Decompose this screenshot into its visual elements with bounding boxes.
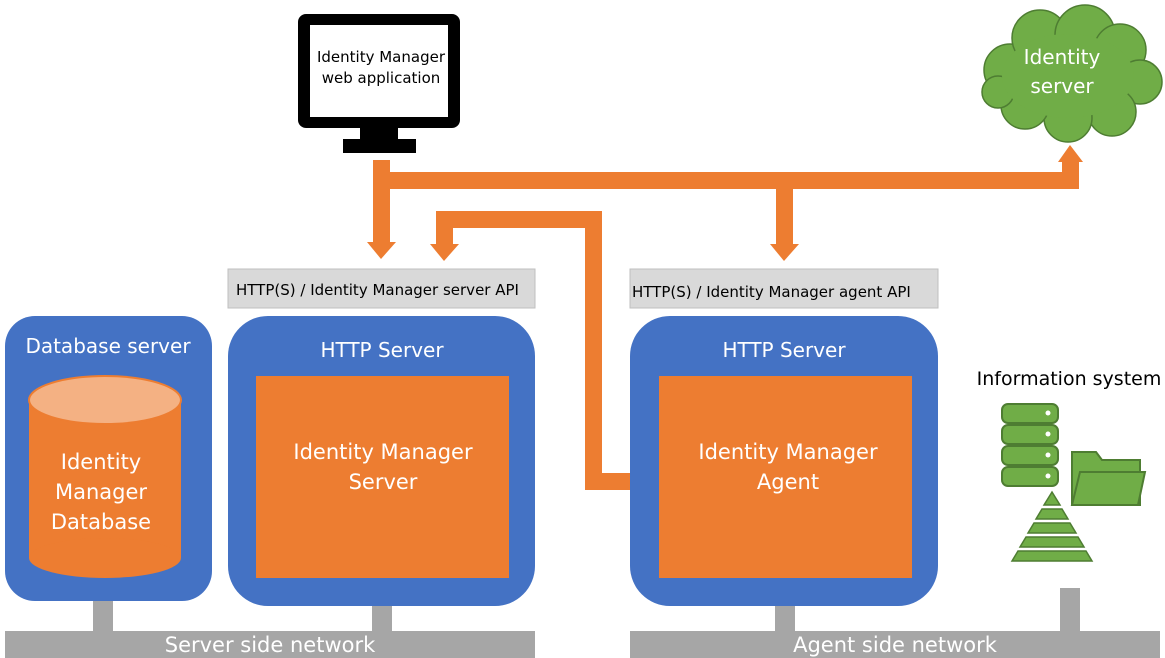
database-label-line2: Manager	[55, 480, 147, 504]
agent-api-label: HTTP(S) / Identity Manager agent API	[632, 283, 911, 301]
identity-server-label-line2: server	[1030, 74, 1094, 98]
agent-network-bar	[630, 631, 1160, 658]
server-stack-icon	[1001, 403, 1059, 487]
connector-down-server-api	[373, 160, 390, 244]
database-label-line3: Database	[51, 510, 151, 534]
identity-server-cloud: Identity server	[981, 4, 1163, 143]
monitor-screen	[310, 25, 448, 117]
web-app-label-line2: web application	[322, 69, 441, 87]
connector-down-agent-api	[776, 189, 793, 246]
server-side-network: Server side network	[5, 588, 535, 658]
web-app-monitor: Identity Manager web application	[298, 14, 460, 153]
agent-api-box: HTTP(S) / Identity Manager agent API	[629, 268, 939, 309]
monitor-stand	[343, 139, 416, 153]
connector-agent-vertical	[585, 211, 602, 490]
connector-web-to-identity-server	[373, 172, 1079, 189]
monitor-neck	[360, 128, 398, 140]
identity-manager-agent-box	[659, 376, 912, 578]
information-system-title: Information system	[977, 368, 1162, 390]
agent-side-network: Agent side network	[630, 588, 1160, 658]
arrow-down-agent-api	[770, 244, 799, 261]
arrow-up-server-api	[430, 244, 459, 261]
connector-up-to-identity-server	[1062, 160, 1079, 189]
http-server-main-title: HTTP Server	[320, 338, 444, 362]
server-network-label: Server side network	[165, 633, 376, 657]
server-api-label: HTTP(S) / Identity Manager server API	[236, 281, 519, 299]
server-network-bar	[5, 631, 535, 658]
http-server-agent: HTTP Server Identity Manager Agent	[630, 316, 938, 606]
database-server-title: Database server	[25, 334, 191, 358]
information-system: Information system	[977, 368, 1162, 562]
cloud-body	[1002, 34, 1134, 118]
server-api-box: HTTP(S) / Identity Manager server API	[227, 268, 536, 309]
connector-top-horizontal	[436, 211, 602, 228]
identity-manager-server-box	[256, 376, 509, 578]
identity-server-label-line1: Identity	[1024, 45, 1101, 69]
web-app-label-line1: Identity Manager	[317, 48, 446, 66]
connectors	[367, 145, 1083, 490]
arrow-up-identity-server	[1058, 145, 1083, 162]
identity-manager-server-line1: Identity Manager	[293, 440, 473, 464]
pyramid-icon	[1010, 490, 1094, 562]
connector-to-server-api-vertical	[436, 211, 453, 245]
http-server-agent-title: HTTP Server	[722, 338, 846, 362]
arrow-down-server-api	[367, 242, 396, 259]
http-server-main: HTTP Server Identity Manager Server	[228, 316, 535, 606]
identity-manager-agent-line2: Agent	[757, 470, 819, 494]
identity-manager-agent-line1: Identity Manager	[698, 440, 878, 464]
agent-network-label: Agent side network	[793, 633, 998, 657]
agent-network-stub-info	[1060, 588, 1080, 634]
database-cylinder	[28, 375, 182, 578]
folder-icon	[1070, 451, 1147, 506]
database-label-line1: Identity	[61, 450, 141, 474]
identity-manager-server-line2: Server	[349, 470, 418, 494]
database-server: Database server Identity Manager Databas…	[5, 316, 212, 601]
